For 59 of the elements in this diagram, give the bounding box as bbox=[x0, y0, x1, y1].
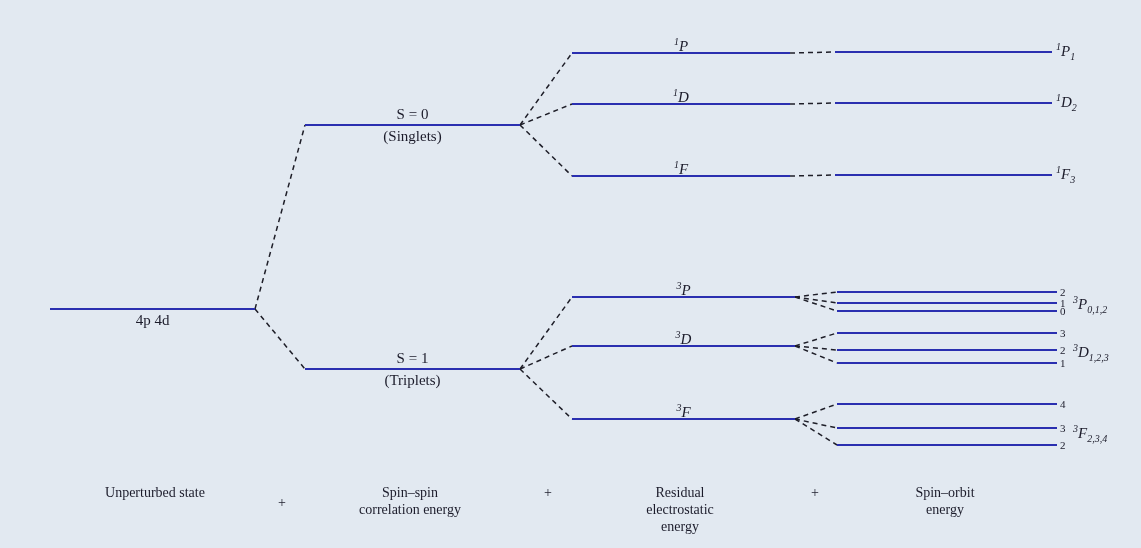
term-label: $^{3}$F$_{2,3,4}$ bbox=[1073, 422, 1109, 446]
plus-sign: + bbox=[810, 484, 820, 501]
level-label: 2 bbox=[1060, 346, 1066, 354]
connector-line bbox=[519, 103, 573, 126]
level-label: $^{3}$F bbox=[675, 401, 692, 418]
level-label: $^{3}$D bbox=[674, 328, 693, 345]
level-label: S = 0 bbox=[395, 105, 430, 124]
connector-line bbox=[519, 52, 573, 126]
level-label: 3 bbox=[1060, 329, 1066, 337]
plus-sign: + bbox=[543, 484, 553, 501]
connector-line bbox=[519, 345, 573, 370]
term-label: $^{3}$D$_{1,2,3}$ bbox=[1073, 341, 1110, 365]
level-label: $^{1}$P$_{1}$ bbox=[1056, 40, 1076, 64]
energy-level bbox=[837, 299, 1066, 307]
connector-line bbox=[794, 345, 838, 351]
level-label: $^{1}$P bbox=[672, 35, 690, 52]
energy-level bbox=[837, 441, 1066, 449]
level-label: $^{1}$D bbox=[672, 86, 690, 103]
energy-level bbox=[837, 307, 1066, 315]
axis-caption: Unperturbed state bbox=[105, 484, 205, 501]
energy-level bbox=[835, 165, 1076, 185]
level-label: 4 bbox=[1060, 400, 1066, 408]
energy-level bbox=[835, 93, 1077, 113]
connector-line bbox=[794, 418, 838, 429]
term-label: $^{3}$P$_{0,1,2}$ bbox=[1073, 293, 1109, 317]
connector-line bbox=[794, 296, 838, 304]
level-label: $^{1}$D$_{2}$ bbox=[1056, 91, 1077, 115]
level-label: $^{3}$P bbox=[675, 279, 692, 296]
energy-level bbox=[835, 42, 1076, 62]
level-label: 1 bbox=[1060, 299, 1066, 307]
energy-level bbox=[837, 400, 1066, 408]
axis-caption: Residual electrostatic energy bbox=[645, 484, 715, 535]
level-label: 2 bbox=[1060, 441, 1066, 449]
level-label: $^{1}$F bbox=[672, 158, 690, 175]
connector-line bbox=[794, 345, 838, 364]
energy-level bbox=[837, 288, 1066, 296]
level-label: S = 1 bbox=[395, 349, 430, 368]
axis-caption: Spin–orbit energy bbox=[914, 484, 976, 518]
axis-caption: Spin–spin correlation energy bbox=[358, 484, 462, 518]
level-label: 0 bbox=[1060, 307, 1066, 315]
level-label: 2 bbox=[1060, 288, 1066, 296]
level-label: 1 bbox=[1060, 359, 1066, 367]
energy-level bbox=[837, 346, 1066, 354]
energy-level bbox=[50, 308, 255, 330]
energy-level bbox=[837, 424, 1066, 432]
level-label: (Singlets) bbox=[382, 127, 443, 146]
level-label: $^{1}$F$_{3}$ bbox=[1056, 163, 1076, 187]
plus-sign: + bbox=[277, 494, 287, 511]
level-label: 3 bbox=[1060, 424, 1066, 432]
connector-line bbox=[794, 291, 838, 298]
level-label: 4p 4d bbox=[134, 311, 171, 330]
connector-line bbox=[794, 418, 838, 446]
level-label: (Triplets) bbox=[383, 371, 442, 390]
connector-line bbox=[254, 308, 306, 370]
energy-level bbox=[837, 359, 1066, 367]
connector-line bbox=[254, 124, 306, 310]
connector-line bbox=[519, 296, 573, 370]
energy-level bbox=[837, 329, 1066, 337]
connector-line bbox=[519, 124, 573, 177]
